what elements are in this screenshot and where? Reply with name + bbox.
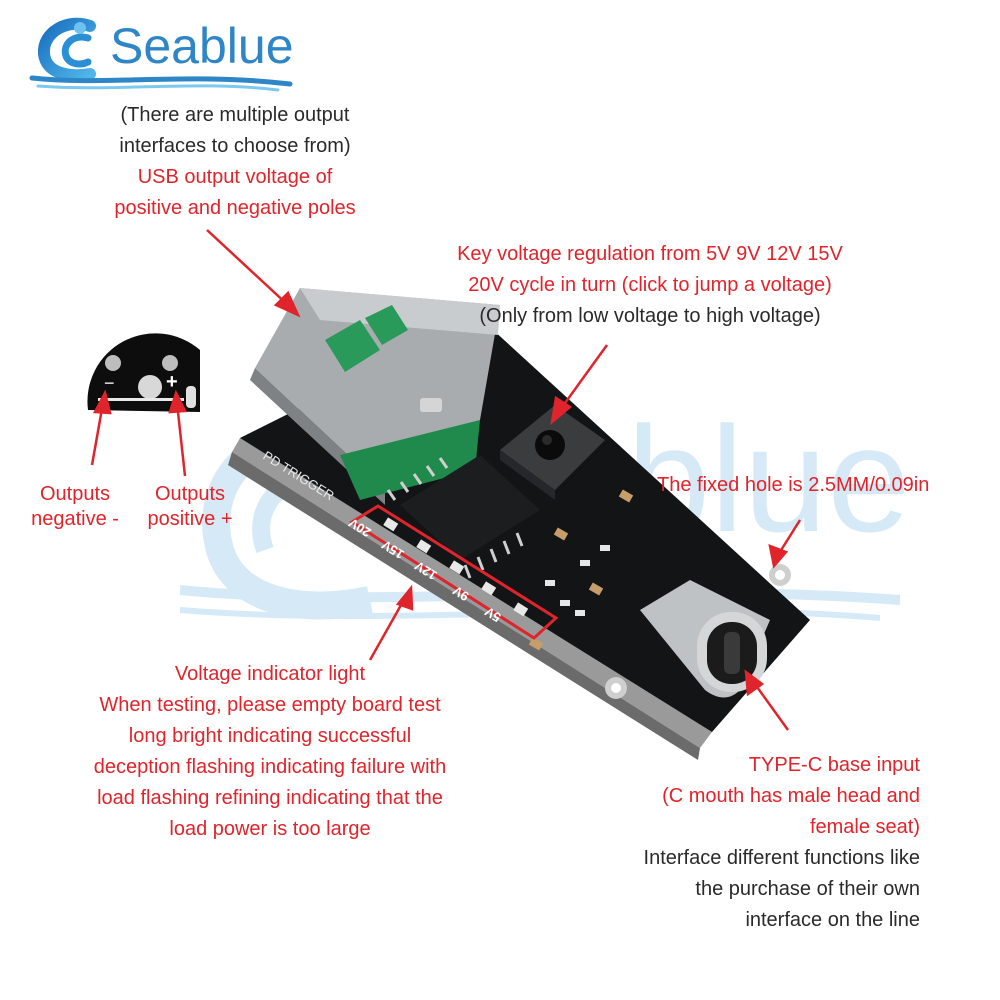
usb-output-arrow bbox=[206, 229, 291, 308]
outputs-negative-label: Outputs negative - bbox=[31, 483, 119, 530]
logo-text: Seablue bbox=[110, 18, 294, 74]
mounting-hole-top bbox=[769, 564, 791, 586]
fixed-hole-label: The fixed hole is 2.5MM/0.09in bbox=[657, 474, 930, 496]
seablue-logo: Seablue bbox=[28, 12, 298, 92]
negative-pad-label: − bbox=[104, 373, 115, 393]
pd-trigger-silkscreen: PD TRIGGER bbox=[260, 448, 336, 503]
type-c-annotation-note: Interface different functions like the p… bbox=[643, 847, 920, 931]
key-arrow bbox=[558, 344, 609, 411]
led-label-15v: 15V bbox=[379, 537, 407, 562]
led-row bbox=[383, 517, 529, 617]
usb-output-title: USB output voltage of positive and negat… bbox=[114, 166, 356, 219]
positive-pad-label: + bbox=[166, 371, 178, 393]
seablue-watermark: Seablue bbox=[180, 395, 911, 630]
outputs-positive-label: Outputs positive + bbox=[147, 483, 233, 530]
controller-chip bbox=[400, 455, 540, 560]
usb-output-note: (There are multiple output interfaces to… bbox=[119, 104, 351, 157]
voltage-indicator-arrow bbox=[368, 597, 407, 661]
negative-arrow bbox=[90, 402, 105, 466]
fixed-hole-arrow bbox=[776, 519, 802, 556]
wave-logo-icon bbox=[29, 17, 293, 92]
type-c-port bbox=[640, 580, 770, 698]
wave-lines-icon bbox=[180, 585, 900, 621]
led-label-5v: 5V bbox=[482, 604, 504, 625]
key-switch bbox=[500, 405, 605, 500]
mounting-hole-bottom bbox=[605, 677, 627, 699]
type-c-arrow bbox=[750, 679, 790, 731]
type-c-annotation-title: TYPE-C base input (C mouth has male head… bbox=[662, 754, 920, 838]
led-label-9v: 9V bbox=[450, 583, 472, 604]
positive-arrow bbox=[175, 402, 187, 477]
key-annotation-note: (Only from low voltage to high voltage) bbox=[479, 305, 821, 327]
key-annotation-title: Key voltage regulation from 5V 9V 12V 15… bbox=[457, 243, 843, 296]
led-indicator-box bbox=[349, 504, 559, 640]
led-label-12v: 12V bbox=[412, 558, 440, 583]
voltage-indicator-annotation: Voltage indicator light When testing, pl… bbox=[93, 663, 447, 840]
led-label-20v: 20V bbox=[346, 515, 374, 540]
output-pads-closeup: − + bbox=[87, 333, 200, 412]
